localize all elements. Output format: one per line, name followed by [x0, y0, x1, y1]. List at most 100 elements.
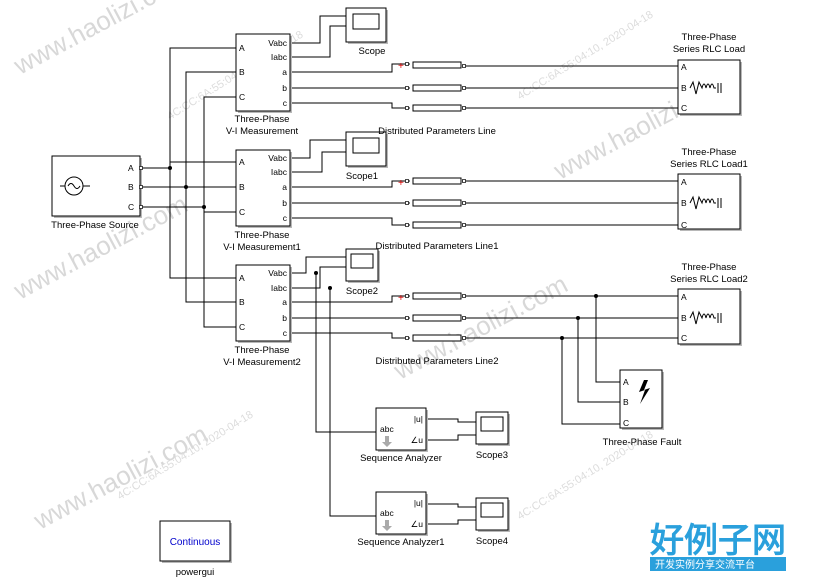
wire[interactable] [290, 217, 410, 226]
brand-watermark: 好例子网 开发实例分享交流平台 [649, 521, 786, 571]
port-label: C [681, 220, 687, 230]
port-label: |u| [414, 498, 423, 508]
wire[interactable] [141, 96, 236, 208]
block-label: Sequence Analyzer1 [357, 537, 444, 548]
wire[interactable] [203, 207, 236, 213]
block-label: Three-Phase [682, 32, 737, 43]
block-label: Three-Phase [235, 345, 290, 356]
scope-block[interactable]: Scope [345, 7, 388, 57]
port-label: a [282, 182, 287, 192]
port-label: ∠u [411, 435, 424, 445]
block-label: Series RLC Load [673, 44, 745, 55]
port-label: C [623, 418, 629, 428]
wire[interactable] [290, 63, 410, 73]
port-label: B [681, 313, 687, 323]
wire[interactable] [290, 332, 410, 339]
wire[interactable] [315, 273, 376, 433]
scope-block[interactable]: Scope4 [475, 497, 510, 547]
block-label: Distributed Parameters Line [378, 126, 496, 137]
watermark-site: www.haolizi.com [28, 419, 213, 536]
wire[interactable] [290, 139, 346, 159]
port-marker [405, 294, 409, 298]
branch-point [576, 316, 580, 320]
port-label: C [239, 322, 245, 332]
rlc-load-block[interactable]: A B C Three-Phase Series RLC Load1 [670, 147, 748, 231]
scope-block[interactable]: Scope2 [345, 248, 380, 297]
port-marker [405, 223, 409, 227]
wire[interactable] [329, 288, 376, 517]
distributed-line-block[interactable]: + Distributed Parameters Line [378, 61, 496, 137]
wire[interactable] [428, 418, 476, 423]
branch-point [594, 294, 598, 298]
block-label: powergui [176, 567, 215, 578]
port-label: C [239, 207, 245, 217]
wire[interactable] [577, 318, 620, 403]
block-label: Scope4 [476, 536, 508, 547]
rlc-load-block[interactable]: A B C Three-Phase Series RLC Load2 [670, 262, 748, 346]
port-label: A [623, 377, 629, 387]
port-label: C [681, 333, 687, 343]
block-label: Scope2 [346, 286, 378, 297]
wire[interactable] [290, 266, 346, 289]
sequence-analyzer-block[interactable]: abc |u| ∠u Sequence Analyzer1 [357, 491, 445, 548]
powergui-mode: Continuous [170, 537, 221, 548]
port-label: Iabc [271, 283, 288, 293]
port-marker [405, 62, 409, 66]
scope-block[interactable]: Scope3 [475, 411, 510, 461]
wire[interactable] [141, 47, 236, 169]
block-label: Three-Phase [235, 114, 290, 125]
port-label: B [239, 67, 245, 77]
wire[interactable] [141, 71, 236, 188]
port-marker [462, 106, 466, 110]
watermark-site: www.haolizi.com [8, 0, 193, 81]
wire[interactable] [595, 296, 620, 383]
port-label: Vabc [268, 268, 287, 278]
port-label: B [623, 397, 629, 407]
wire[interactable] [290, 25, 346, 58]
port-marker [139, 205, 143, 209]
wires [141, 15, 678, 525]
wire[interactable] [290, 295, 410, 303]
wire[interactable] [428, 519, 476, 525]
distributed-line-block[interactable]: + Distributed Parameters Line1 [375, 177, 499, 252]
distributed-line-block[interactable]: + Distributed Parameters Line2 [375, 292, 499, 367]
wire[interactable] [290, 15, 346, 44]
port-label: a [282, 67, 287, 77]
wire[interactable] [169, 161, 236, 168]
port-label: A [239, 157, 245, 167]
port-label: b [282, 83, 287, 93]
port-marker [139, 166, 143, 170]
port-label: A [681, 177, 687, 187]
wire[interactable] [290, 102, 410, 109]
wire[interactable] [561, 338, 620, 425]
block-label: Three-Phase Fault [603, 437, 682, 448]
port-label: C [239, 92, 245, 102]
watermark-site: www.haolizi.com [388, 269, 573, 386]
branch-point [314, 271, 318, 275]
three-phase-fault-block[interactable]: A B C Three-Phase Fault [603, 369, 682, 448]
wire[interactable] [428, 503, 476, 508]
port-marker [405, 336, 409, 340]
three-phase-source-block[interactable]: A B C Three-Phase Source [51, 155, 142, 231]
port-label: B [128, 182, 134, 192]
wire[interactable] [290, 256, 346, 274]
rlc-load-block[interactable]: A B C Three-Phase Series RLC Load [673, 32, 745, 116]
wire[interactable] [290, 180, 410, 188]
wire[interactable] [290, 151, 346, 173]
scope-block[interactable]: Scope1 [345, 131, 388, 182]
branch-point [560, 336, 564, 340]
wire[interactable] [169, 168, 236, 279]
port-label: |u| [414, 414, 423, 424]
port-label: abc [380, 424, 394, 434]
vi-measurement-block[interactable]: A B C Vabc Iabc a b c Three-Phase V-I Me… [223, 149, 301, 253]
wire[interactable] [428, 434, 476, 441]
powergui-block[interactable]: Continuous powergui [159, 520, 232, 578]
vi-measurement-block[interactable]: A B C Vabc Iabc a b c Three-Phase V-I Me… [226, 33, 299, 137]
vi-measurement-block[interactable]: A B C Vabc Iabc a b c Three-Phase V-I Me… [223, 264, 301, 368]
sequence-analyzer-block[interactable]: abc |u| ∠u Sequence Analyzer [360, 407, 442, 464]
wire[interactable] [185, 187, 236, 303]
wire[interactable] [203, 207, 236, 328]
rlc-icon [689, 195, 722, 210]
port-label: a [282, 297, 287, 307]
port-label: c [283, 213, 288, 223]
